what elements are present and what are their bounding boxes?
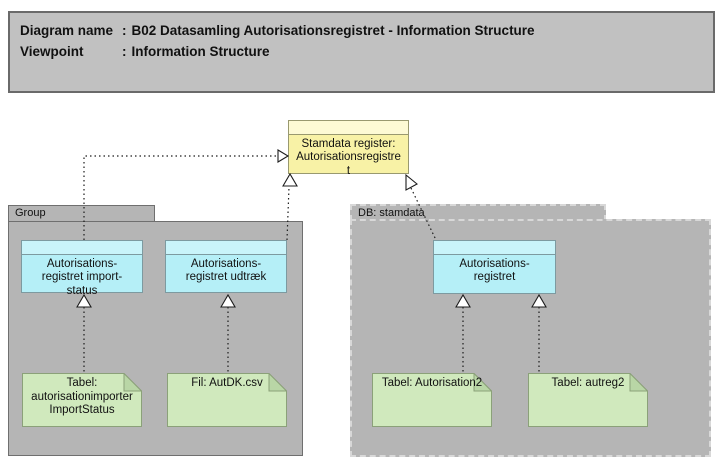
note-fold-corner: [629, 373, 648, 392]
note-label: Fil: AutDK.csv: [191, 377, 263, 389]
note-shape: [372, 373, 492, 427]
udtraek-node-label: Autorisations- registret udtræk: [185, 258, 267, 284]
note-tabel-autreg2[interactable]: Tabel: autreg2: [528, 373, 648, 427]
note-tabel-autorisationimporter[interactable]: Tabel: autorisationimporter ImportStatus: [22, 373, 142, 427]
viewpoint-value: Information Structure: [131, 44, 270, 59]
note-label: Tabel: autorisationimporter ImportStatus: [31, 377, 133, 416]
note-fold-corner: [268, 373, 287, 392]
realization-arrowhead-up: [282, 172, 298, 187]
udtraek-node-header: [166, 241, 286, 255]
note-label: Tabel: Autorisation2: [381, 377, 483, 389]
note-label: Tabel: autreg2: [551, 377, 625, 389]
note-tabel-autorisation2[interactable]: Tabel: Autorisation2: [372, 373, 492, 427]
note-shape: [528, 373, 648, 427]
db-node-label: Autorisations- registret: [459, 258, 530, 284]
note-fil-autdk-csv[interactable]: Fil: AutDK.csv: [167, 373, 287, 427]
autorisationsregistret-db-node[interactable]: Autorisations- registret: [433, 240, 556, 294]
viewpoint-row: Viewpoint: Information Structure: [20, 41, 713, 62]
realization-arrowhead-right: [277, 149, 290, 163]
viewpoint-separator: :: [122, 44, 127, 59]
autorisationsregistret-udtraek-node[interactable]: Autorisations- registret udtræk: [165, 240, 287, 293]
diagram-name-separator: :: [122, 23, 127, 38]
group-folder-tab[interactable]: Group: [8, 205, 155, 222]
stamdata-register-object-header: [289, 121, 408, 135]
note-fold-corner: [473, 373, 492, 392]
stamdata-register-object[interactable]: Stamdata register: Autorisationsregistre…: [288, 120, 409, 177]
diagram-name-value: B02 Datasamling Autorisationsregistret -…: [131, 23, 535, 38]
db-stamdata-folder-label: DB: stamdata: [358, 207, 425, 219]
stamdata-register-object-label: Stamdata register: Autorisationsregistre…: [296, 138, 401, 177]
diagram-name-label: Diagram name: [20, 23, 114, 38]
realization-arrowhead-up-left: [405, 173, 418, 191]
autorisationsregistret-import-status-node[interactable]: Autorisations- registret import- status: [21, 240, 143, 297]
note-shape: [167, 373, 287, 427]
db-node-header: [434, 241, 555, 255]
diagram-name-row: Diagram name: B02 Datasamling Autorisatio…: [20, 20, 713, 41]
group-folder-label: Group: [15, 207, 46, 219]
title-block: Diagram name: B02 Datasamling Autorisatio…: [8, 11, 715, 93]
import-status-node-header: [22, 241, 142, 255]
import-status-node-label: Autorisations- registret import- status: [41, 258, 123, 297]
viewpoint-label: Viewpoint: [20, 44, 84, 59]
note-fold-corner: [123, 373, 142, 392]
note-shape: [22, 373, 142, 427]
